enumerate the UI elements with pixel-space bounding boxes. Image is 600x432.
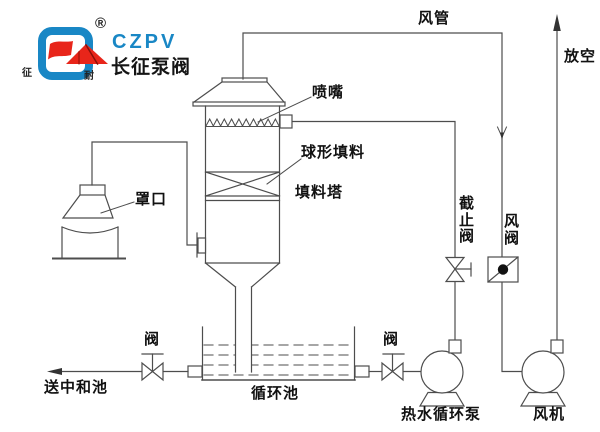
circulation-pump <box>418 339 466 407</box>
stop-valve <box>444 256 472 283</box>
logo-registered-mark: ® <box>95 15 107 32</box>
drain-left-arrow-icon <box>47 368 62 375</box>
packed-tower <box>192 77 293 373</box>
logo-char-right: 耐 <box>84 71 94 82</box>
vent-pipe <box>553 14 561 341</box>
logo-brand-text: CZPV <box>112 31 178 53</box>
water-level-dashes <box>203 344 354 376</box>
fan <box>519 339 567 407</box>
collection-tank <box>52 226 126 260</box>
label-spherical-packing: 球形填料 <box>301 144 366 161</box>
tower-gas-inlet-flange <box>196 232 207 258</box>
label-duct: 风管 <box>418 10 451 27</box>
label-hot-water-pump: 热水循环泵 <box>401 406 482 423</box>
leader-hood <box>100 201 135 214</box>
logo-mark <box>38 27 108 80</box>
tower-head-flange <box>192 101 286 107</box>
packing-x-section <box>204 171 281 202</box>
leader-packing <box>266 158 302 185</box>
label-packed-tower: 填料塔 <box>295 184 344 201</box>
drain-valve <box>141 353 164 382</box>
tower-spray-nozzle-port <box>279 114 293 129</box>
label-drain-valve: 阀 <box>144 331 161 348</box>
label-hood: 罩口 <box>135 191 168 208</box>
label-air-damper: 风阀 <box>503 213 519 247</box>
hood <box>61 141 198 246</box>
leader-lines <box>100 96 312 214</box>
tower-cone <box>204 262 281 288</box>
spray-feed-pipe <box>291 120 456 341</box>
pump-outlet-port <box>448 339 462 354</box>
fan-outlet-port <box>550 339 564 354</box>
air-damper <box>487 256 519 283</box>
pump-inlet-valve <box>381 353 405 382</box>
logo-char-left: 征 <box>22 68 32 79</box>
label-pump-inlet-valve: 阀 <box>383 331 400 348</box>
label-circulation-pool: 循环池 <box>251 385 300 402</box>
drain-line <box>47 353 189 382</box>
leader-spray-nozzle <box>257 96 312 123</box>
label-spray-nozzle: 喷嘴 <box>312 84 345 101</box>
damper-disc-icon <box>497 264 509 275</box>
label-to-neutralization-pool: 送中和池 <box>44 379 109 396</box>
label-vent: 放空 <box>564 48 597 65</box>
circulation-pool <box>201 326 356 381</box>
spray-zigzag <box>205 117 280 128</box>
logo-flag-icon <box>48 41 73 60</box>
flow-down-arrow-icon <box>500 132 504 140</box>
label-fan: 风机 <box>533 406 566 423</box>
label-stop-valve: 截止阀 <box>458 195 474 245</box>
duct-pipe <box>242 32 508 258</box>
vent-up-arrow-icon <box>553 14 561 31</box>
logo-mountain-icon <box>66 44 108 64</box>
logo-company-name: 长征泵阀 <box>111 57 192 78</box>
tower-top-flange <box>221 77 268 83</box>
